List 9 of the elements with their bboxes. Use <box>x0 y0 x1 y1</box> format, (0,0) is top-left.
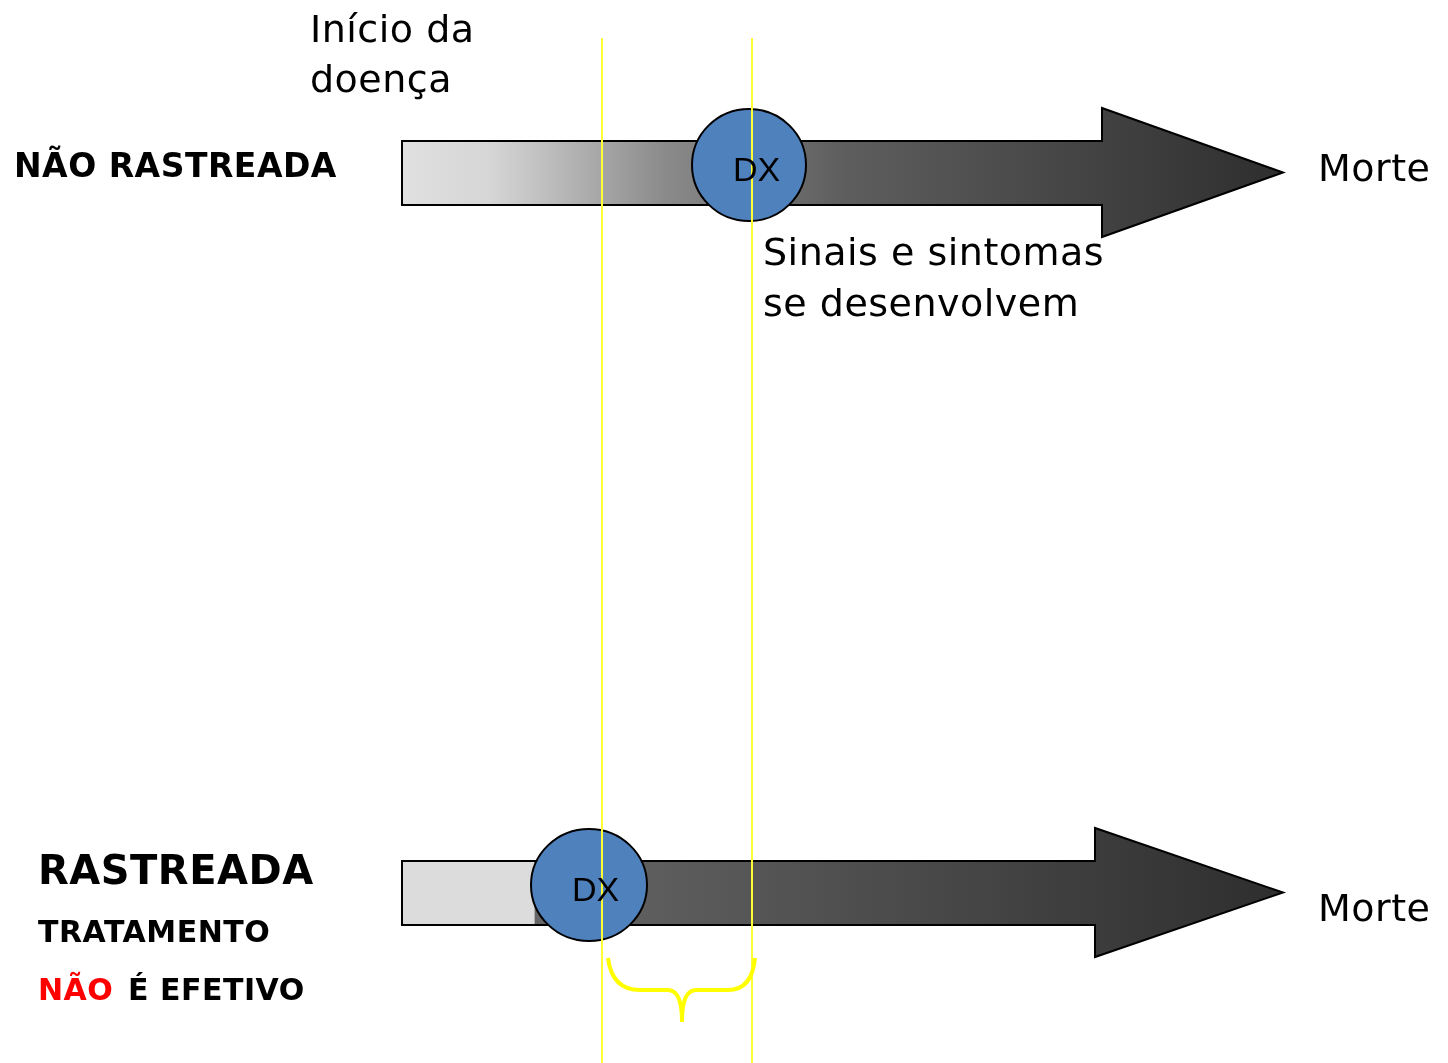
onset-label: Início da doença <box>310 6 476 104</box>
group-label: NÃO RASTREADA <box>14 146 337 186</box>
treatment-label: É EFETIVO <box>128 972 305 1008</box>
outcome-label: Morte <box>1318 146 1431 192</box>
outcome-label: Morte <box>1318 886 1431 932</box>
symptoms-label: Sinais e sintomas se desenvolvem <box>763 229 1106 328</box>
group-label: RASTREADA <box>38 846 314 894</box>
negation-label: NÃO <box>38 972 114 1008</box>
treatment-label: TRATAMENTO <box>38 914 271 950</box>
